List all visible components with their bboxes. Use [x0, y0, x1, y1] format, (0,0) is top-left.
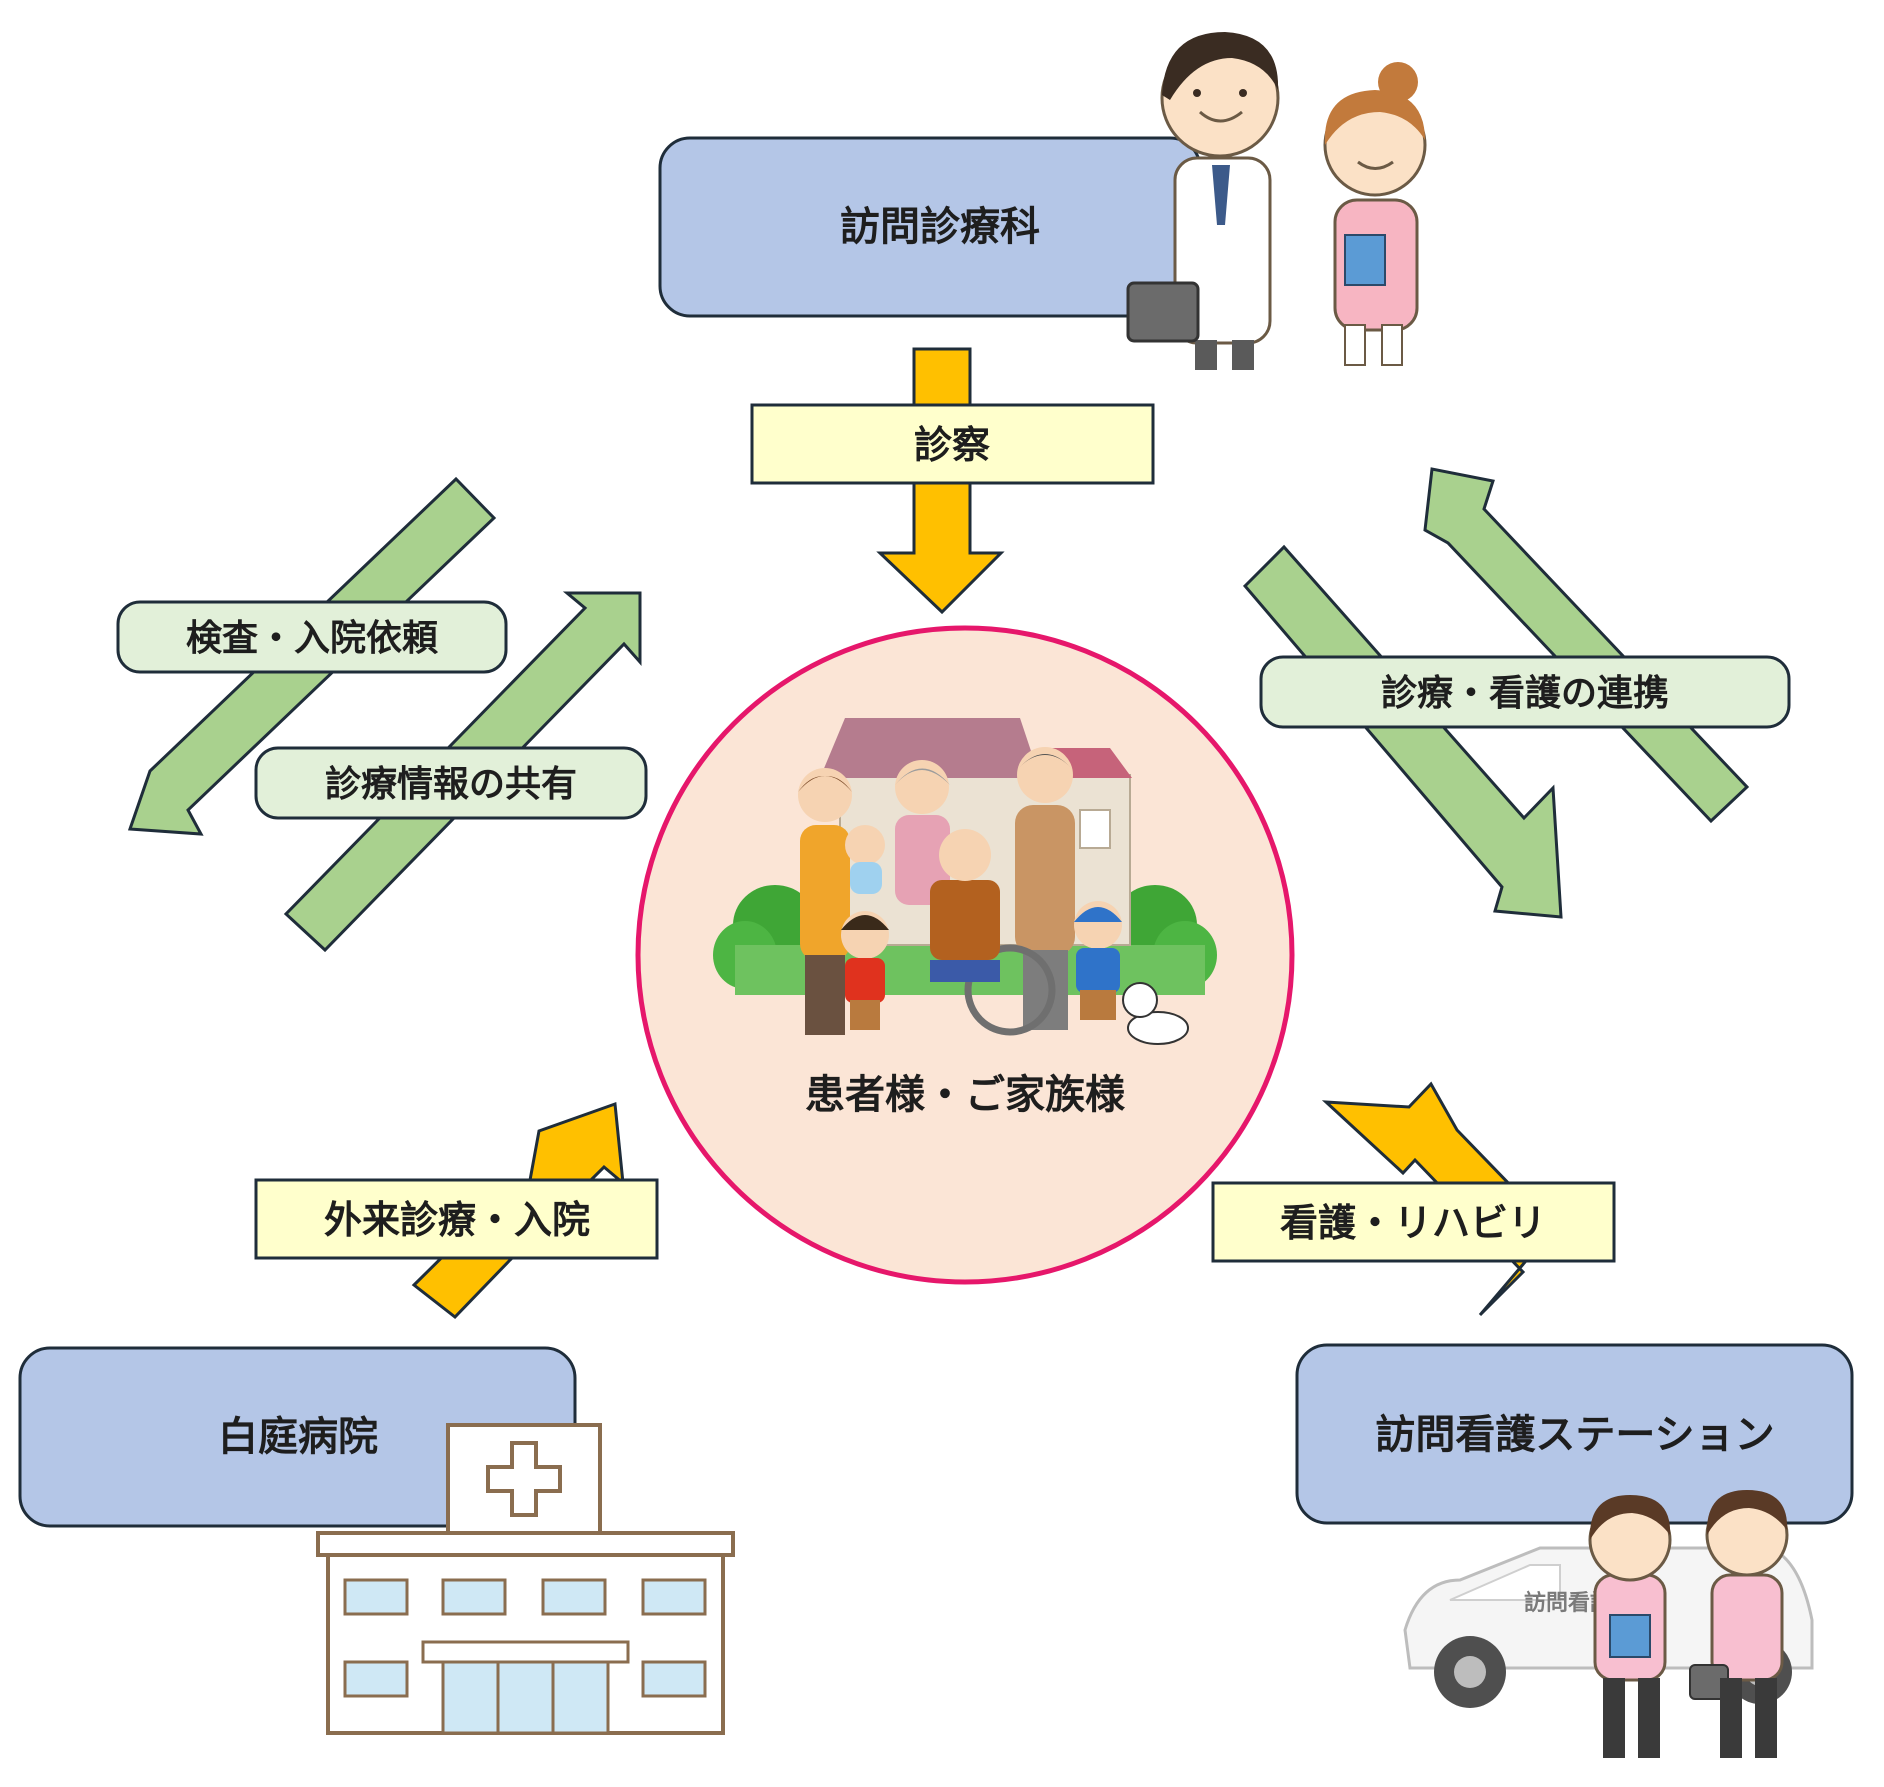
node-nursing-station: 訪問看護ステーション	[1295, 1343, 1854, 1525]
svg-text:外来診療・入院: 外来診療・入院	[324, 1198, 590, 1242]
svg-text:看護・リハビリ: 看護・リハビリ	[1280, 1201, 1546, 1245]
nurses-van-illustration: 訪問看護ステーション	[1403, 1490, 1814, 1758]
node-label: 訪問診療科	[840, 204, 1040, 250]
svg-text:診察: 診察	[914, 423, 990, 467]
node-label: 患者様・ご家族様	[805, 1072, 1126, 1118]
hospital-building-illustration	[316, 1423, 735, 1735]
label-coordination: 診療・看護の連携	[1259, 655, 1791, 729]
doctor-nurse-illustration	[1126, 32, 1427, 370]
label-info-share: 診療情報の共有	[254, 746, 648, 820]
svg-text:検査・入院依頼: 検査・入院依頼	[186, 618, 439, 659]
arrow-from-nursing-station	[1423, 467, 1750, 824]
label-outpatient: 外来診療・入院	[254, 1178, 659, 1260]
node-patient: 患者様・ご家族様	[635, 625, 1295, 1285]
label-nursing-rehab: 看護・リハビリ	[1211, 1181, 1616, 1263]
label-examination: 診察	[750, 403, 1155, 485]
svg-text:診療情報の共有: 診療情報の共有	[325, 764, 577, 805]
node-home-visit-clinic: 訪問診療科	[658, 136, 1202, 318]
node-hospital: 白庭病院	[18, 1346, 577, 1528]
node-label: 訪問看護ステーション	[1375, 1412, 1774, 1458]
svg-text:診療・看護の連携: 診療・看護の連携	[1381, 673, 1669, 714]
node-label: 白庭病院	[218, 1414, 378, 1460]
arrow-to-nursing-station	[1242, 544, 1563, 919]
family-house-illustration	[713, 718, 1217, 1045]
label-test-request: 検査・入院依頼	[116, 600, 508, 674]
